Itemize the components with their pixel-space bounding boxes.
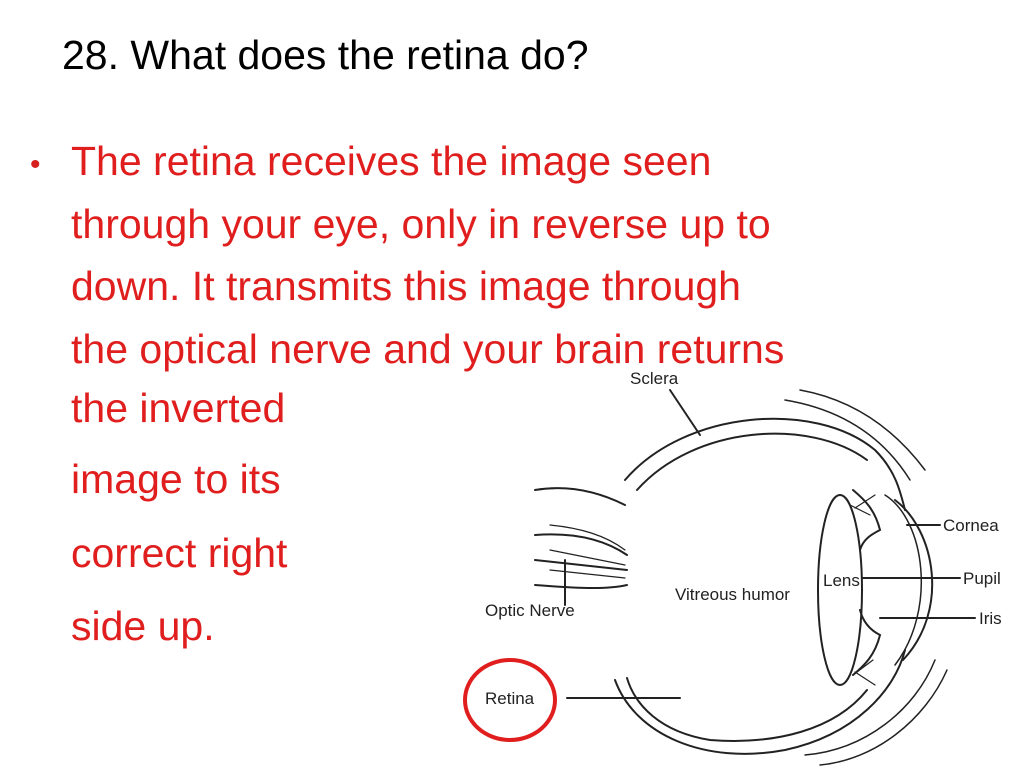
lens-shape (817, 494, 863, 686)
retina-highlight-circle (463, 658, 557, 742)
label-optic-nerve: Optic Nerve (485, 601, 575, 620)
label-pupil: Pupil (963, 569, 1001, 588)
bullet-line-3: down. It transmits this image through (71, 263, 741, 309)
label-sclera: Sclera (630, 369, 679, 388)
bullet-line-2: through your eye, only in reverse up to (71, 201, 771, 247)
bullet-line-4: the optical nerve and your brain returns (71, 326, 785, 372)
optic-nerve (534, 487, 628, 590)
iris-bottom (852, 609, 882, 676)
bullet-line-5: the inverted (71, 385, 286, 431)
slide-title: 28. What does the retina do? (62, 32, 589, 78)
bullet-icon: • (30, 148, 41, 181)
label-cornea: Cornea (943, 516, 999, 535)
label-lens: Lens (823, 571, 860, 590)
bullet-line-7: correct right (71, 530, 288, 576)
label-retina: Retina (485, 689, 535, 708)
bullet-line-8: side up. (71, 603, 215, 649)
label-vitreous: Vitreous humor (675, 585, 790, 604)
sclera-leader (669, 389, 701, 436)
sclera-outline (614, 417, 906, 755)
retina-outline (626, 432, 868, 742)
label-iris: Iris (979, 609, 1002, 628)
cornea-outline (894, 499, 934, 661)
iris-top (852, 489, 882, 551)
bullet-line-1: The retina receives the image seen (71, 138, 712, 184)
bullet-line-6: image to its (71, 456, 281, 502)
eye-diagram: Sclera Cornea Pupil Iris Lens Vitreous h… (463, 369, 1002, 766)
